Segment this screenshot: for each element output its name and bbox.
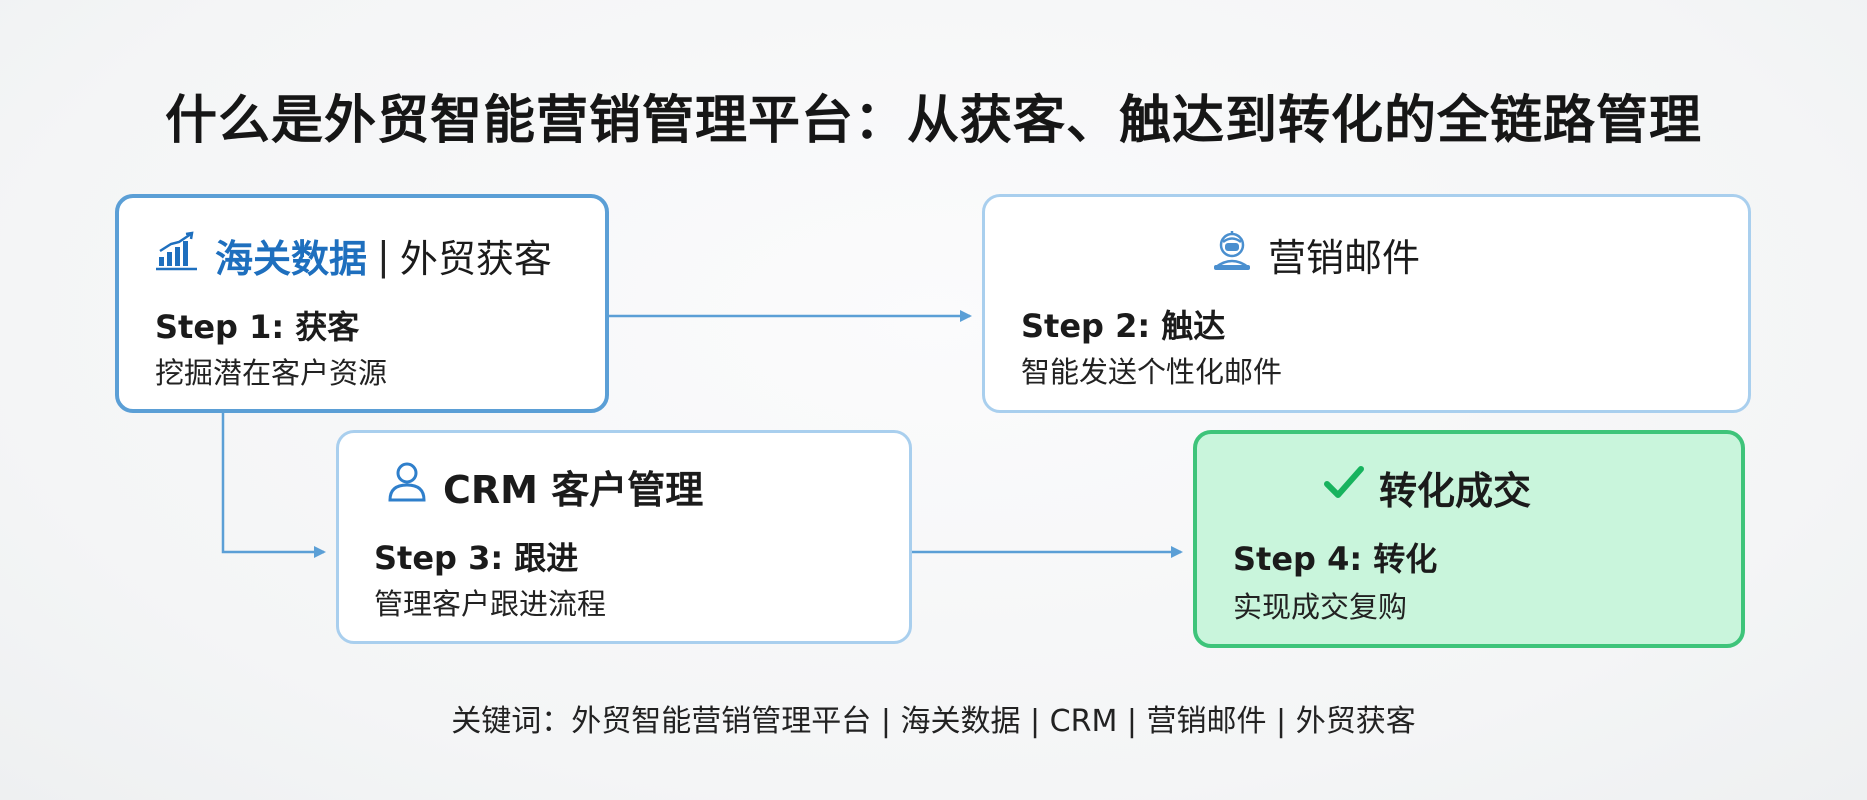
step1-title-separator: | [377,233,390,278]
step2-heading: 营销邮件 [1210,227,1420,282]
email-robot-icon [1210,227,1254,282]
step1-title-rest: 外贸获客 [399,237,552,281]
step1-label: Step 1: 获客 [155,308,360,346]
step3-title: CRM 客户管理 [443,468,704,512]
step2-description: 智能发送个性化邮件 [1021,355,1283,389]
step-card-crm: CRM 客户管理 Step 3: 跟进 管理客户跟进流程 [336,430,912,644]
keywords-line: 关键词：外贸智能营销管理平台 | 海关数据 | CRM | 营销邮件 | 外贸获… [451,704,1416,739]
step-card-conversion: 转化成交 Step 4: 转化 实现成交复购 [1193,430,1745,648]
step4-title: 转化成交 [1379,469,1532,513]
step2-label: Step 2: 触达 [1021,307,1226,345]
step3-heading: CRM 客户管理 [385,459,703,514]
step3-label: Step 3: 跟进 [374,539,579,577]
arrow-step1-to-step3 [221,413,326,558]
user-icon [385,460,429,513]
step4-heading: 转化成交 [1323,460,1531,515]
checkmark-icon [1323,463,1365,512]
step2-title: 营销邮件 [1268,236,1421,280]
step1-heading: 海关数据 | 外贸获客 [155,228,552,283]
step4-description: 实现成交复购 [1233,590,1408,624]
step-card-marketing-email: 营销邮件 Step 2: 触达 智能发送个性化邮件 [982,194,1751,413]
page-title: 什么是外贸智能营销管理平台：从获客、触达到转化的全链路管理 [164,91,1702,151]
bar-chart-icon [155,231,201,280]
step-card-customs-data: 海关数据 | 外贸获客 Step 1: 获客 挖掘潜在客户资源 [115,194,609,413]
step1-description: 挖掘潜在客户资源 [155,356,388,390]
step1-title-highlight: 海关数据 [215,237,368,281]
step3-description: 管理客户跟进流程 [374,587,607,621]
step4-label: Step 4: 转化 [1233,540,1438,578]
